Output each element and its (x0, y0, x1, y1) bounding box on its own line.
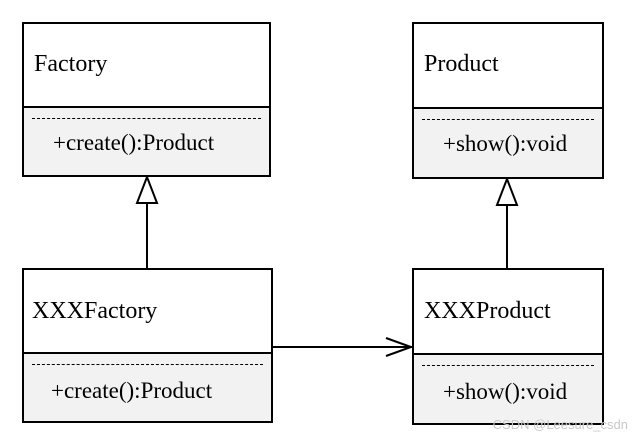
method-section: +create():Product (24, 354, 271, 421)
class-product[interactable]: Product +show():void (412, 22, 604, 179)
class-name-section: Factory (24, 24, 269, 106)
dashed-divider (32, 364, 263, 365)
method-text: +create():Product (53, 130, 215, 155)
section-separator (24, 352, 271, 354)
inheritance-arrowhead-factory (135, 174, 159, 204)
class-name-section: Product (414, 24, 602, 107)
section-separator (414, 353, 602, 355)
class-name-section: XXXProduct (414, 270, 602, 353)
method-text: +show():void (443, 131, 568, 156)
inheritance-arrowhead-product (495, 176, 519, 206)
dashed-divider (422, 365, 594, 366)
method-section: +create():Product (24, 108, 269, 175)
section-separator (24, 106, 269, 108)
section-separator (414, 107, 602, 109)
method-section: +show():void (414, 109, 602, 177)
method-text: +create():Product (51, 378, 213, 403)
class-name-section: XXXFactory (24, 270, 271, 352)
class-name: XXXProduct (424, 298, 551, 324)
dashed-divider (422, 119, 594, 120)
method-section: +show():void (414, 355, 602, 423)
class-name: Product (424, 51, 499, 77)
class-name: XXXFactory (32, 298, 158, 324)
watermark: CSDN @Leesure_csdn (492, 417, 628, 432)
class-factory[interactable]: Factory +create():Product (22, 22, 271, 177)
method-text: +show():void (443, 379, 568, 404)
dependency-arrowhead (385, 337, 414, 357)
class-xxx-factory[interactable]: XXXFactory +create():Product (22, 268, 273, 423)
dashed-divider (32, 118, 261, 119)
class-xxx-product[interactable]: XXXProduct +show():void (412, 268, 604, 425)
class-name: Factory (34, 51, 108, 77)
